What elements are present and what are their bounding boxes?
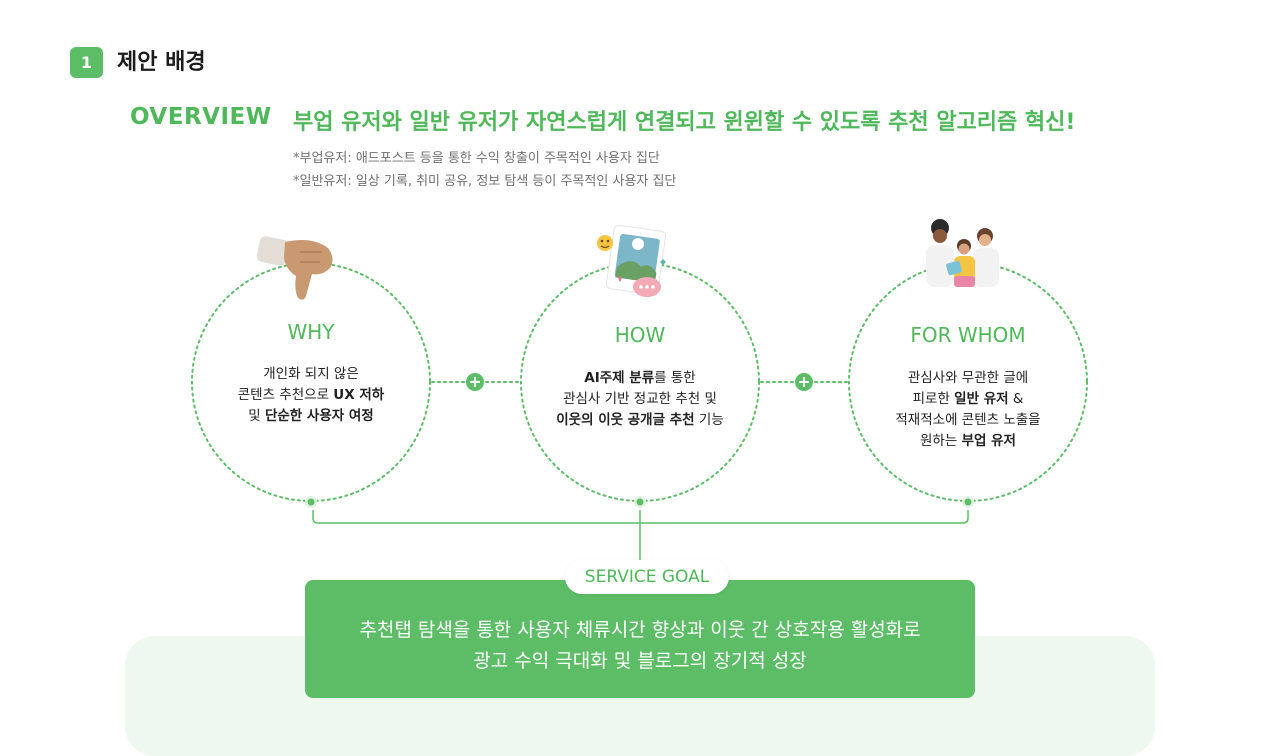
thumbs-down-icon [256, 236, 333, 300]
description-line: 개인화 되지 않은 [191, 364, 431, 385]
description-text: 피로한 [912, 391, 955, 407]
description-emphasis: 일반 유저 [954, 391, 1009, 407]
description-line: 적재적소에 콘텐츠 노출을 [848, 410, 1088, 431]
description-line: 콘텐츠 추천으로 UX 저하 [191, 385, 431, 406]
description-text: 원하는 [920, 433, 962, 449]
description-line: 이웃의 이웃 공개글 추천 기능 [520, 410, 760, 431]
people-group-icon [926, 219, 999, 287]
description-text: & [1008, 391, 1024, 407]
service-goal-label: SERVICE GOAL [565, 560, 729, 594]
description-line: 및 단순한 사용자 여정 [191, 406, 431, 427]
overview-note-side-job-user: *부업유저: 애드포스트 등을 통한 수익 창출이 주목적인 사용자 집단 [293, 151, 660, 166]
description-text: 관심사 기반 정교한 추천 및 [563, 391, 717, 407]
description-text: 개인화 되지 않은 [263, 366, 359, 382]
description-text: 관심사와 무관한 글에 [907, 370, 1029, 386]
description-emphasis: 이웃의 이웃 공개글 추천 [556, 412, 695, 428]
service-goal-box: 추천탭 탐색을 통한 사용자 체류시간 향상과 이웃 간 상호작용 활성화로 광… [305, 580, 975, 698]
description-text: 적재적소에 콘텐츠 노출을 [895, 412, 1041, 428]
overview-note-general-user: *일반유저: 일상 기록, 취미 공유, 정보 탐색 등이 주목적인 사용자 집… [293, 174, 677, 189]
service-goal-line-2: 광고 수익 극대화 및 블로그의 장기적 성장 [473, 650, 807, 672]
description-text: 를 통한 [654, 370, 696, 386]
photo-chat-icon [597, 224, 667, 297]
plus-icon [795, 373, 813, 391]
plus-icon [466, 373, 484, 391]
description-line: 관심사 기반 정교한 추천 및 [520, 389, 760, 410]
diagram-connectors [191, 219, 1088, 560]
overview-headline: 부업 유저와 일반 유저가 자연스럽게 연결되고 윈윈할 수 있도록 추천 알고… [293, 110, 1076, 135]
service-goal-line-1: 추천탭 탐색을 통한 사용자 체류시간 향상과 이웃 간 상호작용 활성화로 [359, 619, 921, 641]
description-text: 콘텐츠 추천으로 [237, 387, 334, 403]
section-number-badge: 1 [70, 47, 103, 78]
description-emphasis: 단순한 사용자 여정 [264, 408, 374, 424]
why-title: WHY [287, 320, 335, 344]
overview-label: OVERVIEW [130, 104, 272, 130]
description-line: AI주제 분류를 통한 [520, 368, 760, 389]
description-emphasis: UX 저하 [333, 387, 385, 403]
for-whom-title: FOR WHOM [910, 323, 1026, 347]
section-title: 제안 배경 [117, 50, 206, 75]
description-text: 및 [248, 408, 265, 424]
description-text: 기능 [694, 412, 724, 428]
description-line: 원하는 부업 유저 [848, 431, 1088, 452]
description-emphasis: 부업 유저 [961, 433, 1016, 449]
description-emphasis: AI주제 분류 [584, 370, 655, 386]
how-title: HOW [614, 323, 666, 347]
description-line: 피로한 일반 유저 & [848, 389, 1088, 410]
description-line: 관심사와 무관한 글에 [848, 368, 1088, 389]
